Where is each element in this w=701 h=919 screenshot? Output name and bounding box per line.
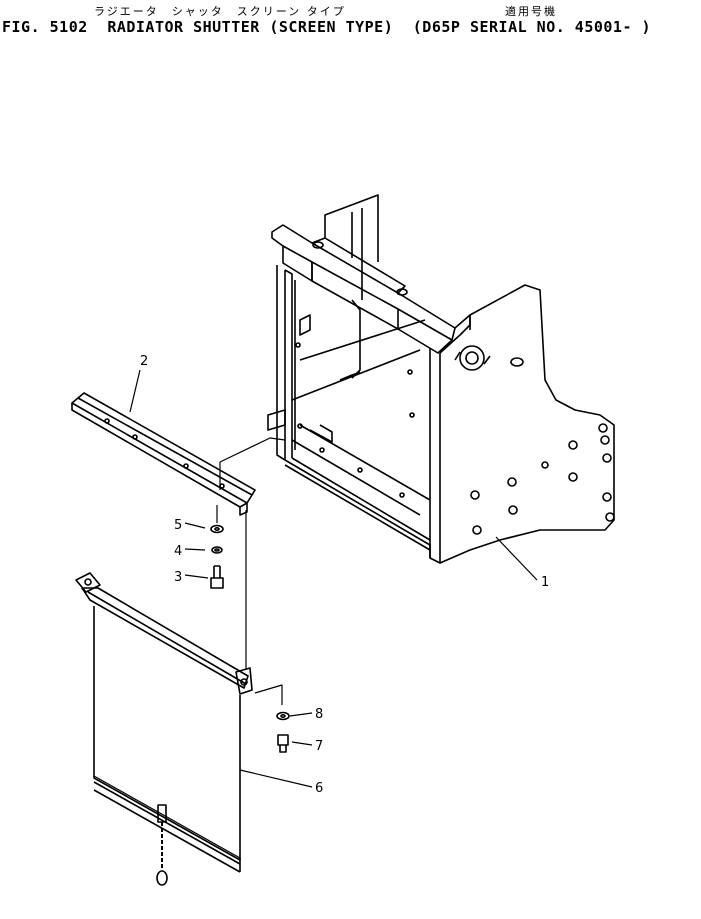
japanese-applicable-label: 適用号機 xyxy=(505,5,557,18)
callout-3: 3 xyxy=(174,570,182,585)
callout-8: 8 xyxy=(315,707,323,722)
serial-range: (D65P SERIAL NO. 45001- ) xyxy=(412,18,652,36)
figure-number: FIG. 5102 xyxy=(2,18,88,36)
radiator-frame xyxy=(267,194,615,581)
callout-2: 2 xyxy=(140,354,148,369)
part-title: RADIATOR SHUTTER (SCREEN TYPE) xyxy=(107,18,394,36)
japanese-part-name: ラジエータ シャッタ スクリーン タイプ xyxy=(94,5,346,18)
callout-1: 1 xyxy=(541,575,549,590)
figure-title: FIG. 5102 RADIATOR SHUTTER (SCREEN TYPE)… xyxy=(2,18,661,36)
callout-6: 6 xyxy=(315,781,323,796)
hardware-lower xyxy=(276,711,313,753)
upper-bracket xyxy=(71,369,256,516)
callout-4: 4 xyxy=(174,544,182,559)
shutter-screen xyxy=(75,510,313,886)
callout-5: 5 xyxy=(174,518,182,533)
callout-7: 7 xyxy=(315,739,323,754)
hardware-upper xyxy=(184,505,224,589)
